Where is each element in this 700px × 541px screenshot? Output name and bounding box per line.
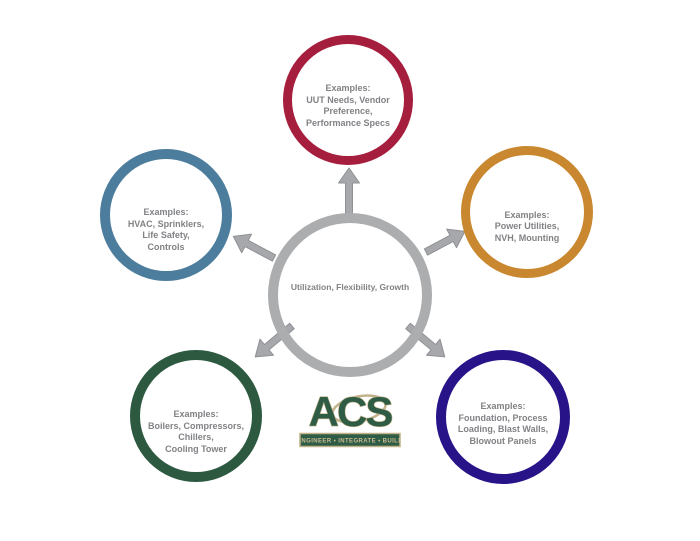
acs-logo-ellipse-icon — [331, 394, 387, 424]
node-bottom-right-circle: Examples: Foundation, Process Loading, B… — [436, 350, 570, 484]
arrow-right-icon — [423, 228, 466, 256]
node-bottom-right-label: Examples: Foundation, Process Loading, B… — [457, 401, 549, 446]
node-bottom-left-label: Examples: Boilers, Compressors, Chillers… — [147, 409, 245, 454]
node-top-circle: Examples: UUT Needs, Vendor Preference, … — [283, 35, 413, 165]
arrow-top-icon — [338, 167, 360, 215]
center-node-label: Utilization, Flexibility, Growth — [290, 282, 410, 293]
arrow-left-icon — [232, 233, 277, 262]
node-right-circle: Examples: Power Utilities, NVH, Mounting — [461, 146, 593, 278]
node-left-label: Examples: HVAC, Sprinklers, Life Safety,… — [127, 207, 205, 252]
acs-logo-banner — [299, 432, 401, 448]
acs-logo-text: ACS — [309, 391, 393, 435]
acs-logo: ACS ENGINEER • INTEGRATE • BUILD — [299, 391, 401, 448]
acs-logo-tagline: ENGINEER • INTEGRATE • BUILD — [299, 439, 401, 445]
center-node-circle: Utilization, Flexibility, Growth — [268, 213, 432, 377]
node-left-circle: Examples: HVAC, Sprinklers, Life Safety,… — [100, 149, 232, 281]
node-top-label: Examples: UUT Needs, Vendor Preference, … — [305, 83, 391, 128]
node-right-label: Examples: Power Utilities, NVH, Mounting — [494, 209, 560, 243]
node-bottom-left-circle: Examples: Boilers, Compressors, Chillers… — [130, 350, 262, 482]
